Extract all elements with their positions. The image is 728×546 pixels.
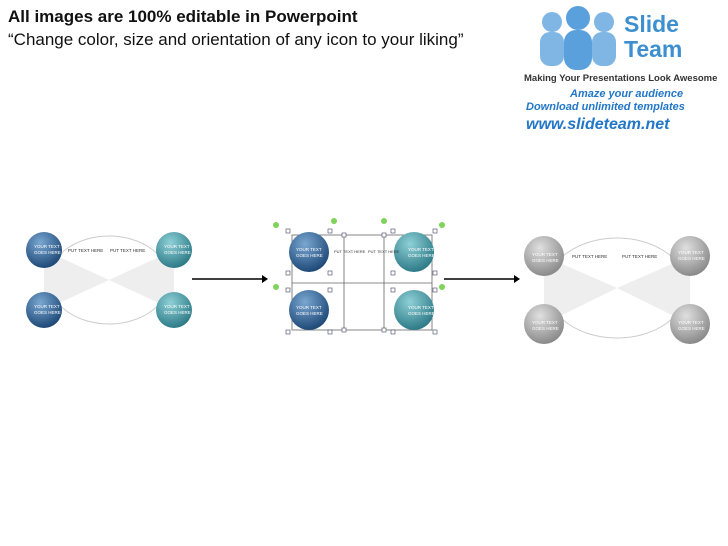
circle-label: YOUR TEXT [164, 244, 190, 249]
logo-line-download: Download unlimited templates [526, 101, 685, 113]
diagram-blue: YOUR TEXT GOES HERE YOUR TEXT GOES HERE … [26, 232, 192, 328]
circle-node [394, 290, 434, 330]
circle-label: YOUR TEXT [34, 304, 60, 309]
page-title: All images are 100% editable in Powerpoi… [8, 7, 358, 26]
connector-label: PUT TEXT HERE [68, 248, 103, 253]
circle-label: YOUR TEXT [164, 304, 190, 309]
page-subtitle: “Change color, size and orientation of a… [8, 30, 464, 49]
circle-label: YOUR TEXT [408, 305, 434, 310]
circle-label: GOES HERE [532, 326, 559, 331]
circle-label: YOUR TEXT [532, 320, 558, 325]
slideteam-logo: Slide Team Making Your Presentations Loo… [520, 4, 726, 136]
circle-label: YOUR TEXT [296, 305, 322, 310]
logo-word-slide: Slide [624, 11, 679, 37]
circle-label: GOES HERE [164, 310, 191, 315]
circle-label: GOES HERE [296, 253, 323, 258]
circle-label: GOES HERE [408, 253, 435, 258]
circle-label: GOES HERE [34, 310, 61, 315]
diagram-gray: YOUR TEXT GOES HERE YOUR TEXT GOES HERE … [524, 236, 710, 344]
circle-node [26, 232, 62, 268]
circle-label: GOES HERE [678, 256, 705, 261]
connector-label: PUT TEXT HERE [110, 248, 145, 253]
circle-label: YOUR TEXT [296, 247, 322, 252]
connector-label: PUT TEXT HERE [572, 254, 607, 259]
logo-url: www.slideteam.net [526, 116, 670, 133]
circle-label: YOUR TEXT [408, 247, 434, 252]
circle-label: YOUR TEXT [532, 252, 558, 257]
circle-node [524, 304, 564, 344]
circle-node [670, 236, 710, 276]
diagram-editing: YOUR TEXT GOES HERE YOUR TEXT GOES HERE … [273, 218, 445, 335]
logo-line-amaze: Amaze your audience [570, 88, 684, 100]
people-group-icon [540, 6, 616, 70]
circle-node [26, 292, 62, 328]
connector-label: PUT TEXT HERE [334, 249, 366, 254]
circle-node [670, 304, 710, 344]
circle-label: YOUR TEXT [678, 250, 704, 255]
logo-tagline: Making Your Presentations Look Awesome [524, 73, 718, 84]
circle-node [524, 236, 564, 276]
circle-label: GOES HERE [164, 250, 191, 255]
circle-node [394, 232, 434, 272]
circle-label: GOES HERE [34, 250, 61, 255]
circle-node [156, 232, 192, 268]
connector-label: PUT TEXT HERE [622, 254, 657, 259]
connector-shape [44, 250, 109, 310]
arrow-right-icon [192, 275, 268, 283]
circle-label: GOES HERE [296, 311, 323, 316]
connector-shape [109, 250, 174, 310]
circle-label: GOES HERE [532, 258, 559, 263]
circle-node [156, 292, 192, 328]
logo-word-team: Team [624, 36, 683, 62]
connector-shape [617, 256, 690, 324]
arrow-right-icon [444, 275, 520, 283]
circle-label: YOUR TEXT [678, 320, 704, 325]
connector-shape [544, 256, 617, 324]
circle-node [289, 290, 329, 330]
circle-label: YOUR TEXT [34, 244, 60, 249]
circle-label: GOES HERE [678, 326, 705, 331]
circle-label: GOES HERE [408, 311, 435, 316]
connector-label: PUT TEXT HERE [368, 249, 400, 254]
circle-node [289, 232, 329, 272]
